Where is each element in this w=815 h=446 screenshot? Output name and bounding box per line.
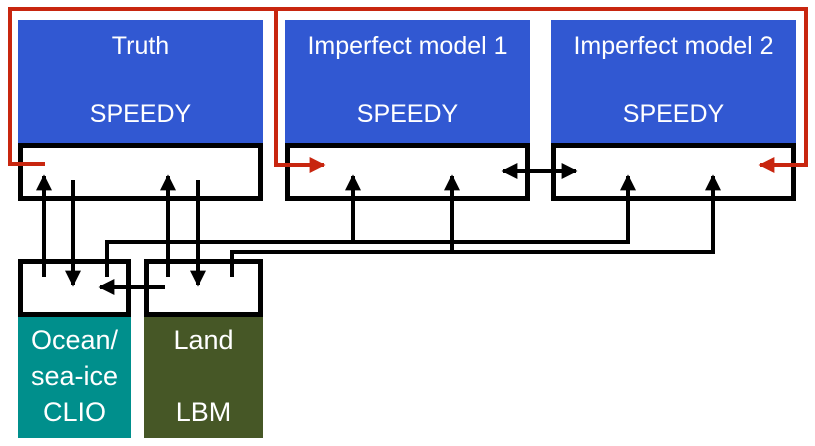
land-label-line-3: LBM xyxy=(175,397,232,427)
imperfect-model-1-model-name: SPEEDY xyxy=(356,100,459,128)
truth-feed-line-model1 xyxy=(274,9,326,173)
truth-model-box: Truth SPEEDY xyxy=(18,20,263,146)
imperfect-model-2-title: Imperfect model 2 xyxy=(573,32,774,60)
truth-model-name: SPEEDY xyxy=(89,100,192,128)
ocean-to-models-line xyxy=(105,174,636,277)
imperfect-model-2-model-name: SPEEDY xyxy=(622,100,725,128)
truth-coupler-box xyxy=(18,143,263,201)
truth-feed-line-truth xyxy=(8,7,808,173)
ocean-label-line-1: Ocean/ xyxy=(30,325,119,355)
imperfect-model-1-title: Imperfect model 1 xyxy=(307,32,508,60)
ocean-label-line-2: sea-ice xyxy=(30,361,119,391)
land-label-line-1: Land xyxy=(173,325,234,355)
imperfect-model-1-box: Imperfect model 1 SPEEDY xyxy=(285,20,530,146)
imperfect-model-2-coupler-box xyxy=(551,143,796,201)
ocean-label-line-3: CLIO xyxy=(42,397,107,427)
ocean-sea-ice-model-box: Ocean/ sea-ice CLIO xyxy=(18,317,131,438)
land-model-box: Land LBM xyxy=(144,317,263,438)
truth-title: Truth xyxy=(111,32,170,60)
land-to-models-line xyxy=(230,174,721,277)
imperfect-model-2-box: Imperfect model 2 SPEEDY xyxy=(551,20,796,146)
